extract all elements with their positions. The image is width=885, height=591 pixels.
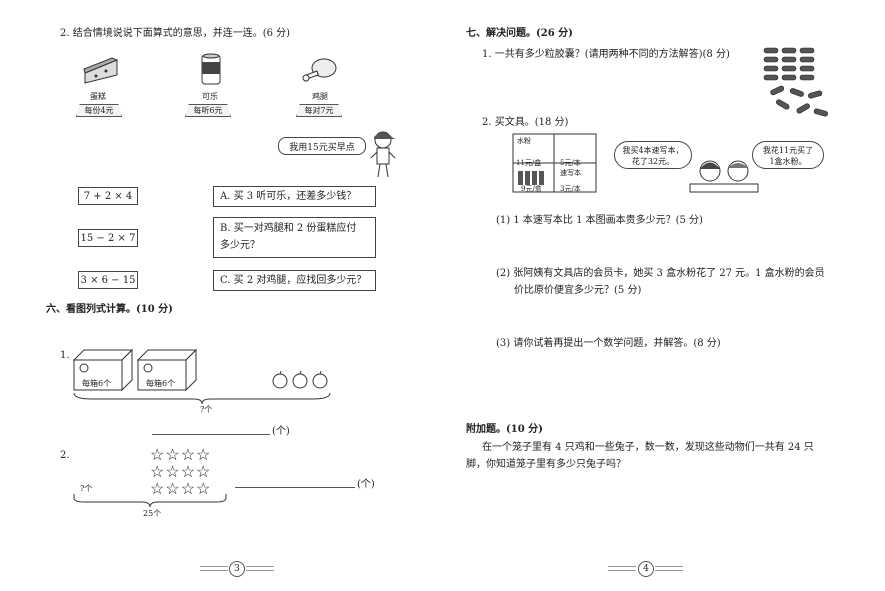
- item-name-chicken: 鸡腿: [312, 92, 328, 101]
- section-7-title: 七、解决问题。(26 分): [466, 28, 573, 39]
- box-2-label: 每箱6个: [146, 379, 176, 388]
- chicken-leg-icon: [302, 58, 337, 82]
- shelf-price-drawing-book: 5元/本: [560, 159, 581, 167]
- q1-text: 1. 一共有多少粒胶囊？(请用两种不同的方法解答)(8 分): [482, 49, 730, 60]
- capsules-illustration: [763, 47, 829, 117]
- price-tag-cake: 每份4元: [76, 104, 122, 117]
- boy-icon: [370, 131, 396, 178]
- footer-deco-right-b: [608, 570, 636, 571]
- stars-grid: ☆☆☆☆☆☆☆☆☆☆☆☆: [150, 445, 212, 498]
- boxes-illustration: [72, 348, 198, 392]
- sub-question-2-line-1: (2) 张阿姨有文具店的会员卡，她买 3 盒水粉花了 27 元。1 盒水粉的会员: [496, 268, 825, 279]
- shelf-price-paint: 11元/盒: [516, 159, 542, 167]
- answer-line-2[interactable]: [235, 487, 355, 488]
- speech-bubble-girl: 我买4本速写本，花了32元。: [614, 141, 692, 169]
- cola-can-icon: [201, 53, 221, 85]
- brace-unknown-label: ?个: [200, 405, 213, 414]
- problem-1-number: 1.: [60, 350, 70, 361]
- expression-3: 3 × 6 − 15: [78, 271, 138, 289]
- box-1-label: 每箱6个: [82, 379, 112, 388]
- footer-deco-left-b: [200, 570, 228, 571]
- item-name-cola: 可乐: [202, 92, 218, 101]
- sub-question-3: (3) 请你试着再提出一个数学问题，并解答。(8 分): [496, 338, 721, 349]
- problem-2-number: 2.: [60, 450, 70, 461]
- footer-deco-right-a: [608, 566, 636, 567]
- stationery-shelf-illustration: [512, 133, 597, 193]
- expression-1: 7 + 2 × 4: [78, 187, 138, 205]
- sub-question-1: (1) 1 本速写本比 1 本图画本贵多少元？(5 分): [496, 215, 703, 226]
- q2-title: 2. 结合情境说说下面算式的意思，并连一连。(6 分): [60, 28, 291, 39]
- price-tag-chicken: 每对7元: [296, 104, 342, 117]
- shelf-price-paint-2: 9元/盒: [521, 185, 542, 193]
- answer-line-1[interactable]: [152, 434, 270, 435]
- apples-icon: [272, 370, 328, 389]
- footer-deco-left-c: [246, 566, 274, 567]
- section-6-title: 六、看图列式计算。(10 分): [46, 304, 173, 315]
- stars-total-label: 25个: [143, 509, 162, 518]
- shelf-price-sketchbook: 3元/本: [560, 185, 581, 193]
- footer-deco-right-d: [655, 570, 683, 571]
- choice-a: A. 买 3 听可乐，还差多少钱？: [213, 186, 376, 207]
- item-name-cake: 蛋糕: [90, 92, 106, 101]
- price-tag-cola: 每听6元: [185, 104, 231, 117]
- shelf-label-paint: 水粉: [517, 137, 531, 145]
- footer-deco-left-a: [200, 566, 228, 567]
- cake-icon: [83, 57, 119, 84]
- bonus-text-line-2: 脚，你知道笼子里有多少只兔子吗？: [466, 459, 626, 470]
- brace-total: [73, 392, 331, 405]
- footer-deco-right-c: [655, 566, 683, 567]
- bonus-title: 附加题。(10 分): [466, 424, 543, 435]
- bonus-text-line-1: 在一个笼子里有 4 只鸡和一些兔子，数一数，发现这些动物们一共有 24 只: [482, 442, 814, 453]
- choice-c: C. 买 2 对鸡腿，应找回多少元？: [213, 270, 376, 291]
- q2-text: 2. 买文具。(18 分): [482, 117, 569, 128]
- sub-question-2-line-2: 价比原价便宜多少元？(5 分): [514, 285, 642, 296]
- shelf-label-sketchbook: 速写本: [560, 169, 581, 177]
- page-number-right: 4: [638, 561, 654, 577]
- page-number-left: 3: [229, 561, 245, 577]
- brace-stars: [73, 494, 227, 508]
- unit-label-1: (个): [272, 426, 290, 437]
- stars-unknown-label: ?个: [80, 484, 93, 493]
- footer-deco-left-d: [246, 570, 274, 571]
- unit-label-2: (个): [357, 479, 375, 490]
- speech-bubble: 我用15元买早点: [278, 137, 366, 155]
- choice-b: B. 买一对鸡腿和 2 份蛋糕应付多少元？: [213, 217, 376, 258]
- expression-2: 15 − 2 × 7: [78, 229, 138, 247]
- children-illustration: [689, 160, 759, 193]
